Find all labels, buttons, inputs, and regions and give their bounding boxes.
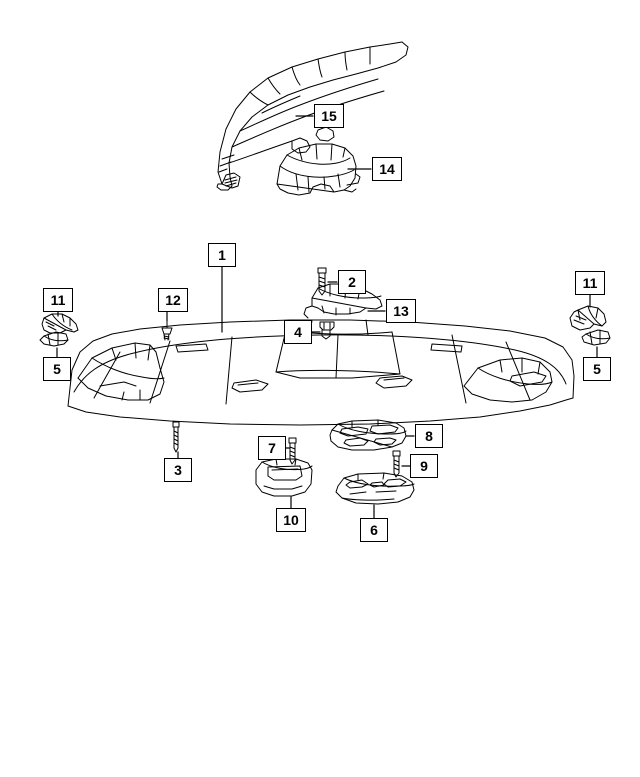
callout-14[interactable]: 14 xyxy=(372,157,402,181)
callout-6[interactable]: 6 xyxy=(360,518,388,542)
callout-3[interactable]: 3 xyxy=(164,458,192,482)
part-2-screw xyxy=(317,267,327,296)
part-15-pillar-trim xyxy=(216,41,409,191)
part-5-bracket-right xyxy=(581,329,611,346)
callout-13[interactable]: 13 xyxy=(386,299,416,323)
callout-11-left[interactable]: 11 xyxy=(43,288,73,312)
callout-2[interactable]: 2 xyxy=(338,270,366,294)
part-12-screw xyxy=(161,320,173,341)
callout-1[interactable]: 1 xyxy=(208,243,236,267)
part-9-screw xyxy=(392,450,401,478)
part-11-bracket-right xyxy=(569,305,607,331)
part-5-bracket-left xyxy=(39,331,69,347)
callout-9[interactable]: 9 xyxy=(410,454,438,478)
callout-4[interactable]: 4 xyxy=(284,320,312,344)
part-6-dome-lamp xyxy=(335,472,415,505)
part-4-clip xyxy=(319,321,335,340)
leader-lines xyxy=(56,115,598,519)
part-7-screw xyxy=(288,437,297,465)
callout-5-left[interactable]: 5 xyxy=(43,357,71,381)
callout-5-right[interactable]: 5 xyxy=(583,357,611,381)
callout-7[interactable]: 7 xyxy=(258,436,286,460)
part-1-headliner xyxy=(67,319,575,426)
part-3-screw xyxy=(172,421,180,453)
callout-8[interactable]: 8 xyxy=(415,424,443,448)
callout-11-right[interactable]: 11 xyxy=(575,271,605,295)
part-10-lamp-bezel xyxy=(255,458,313,497)
part-8-overhead-console xyxy=(329,419,407,451)
callout-15[interactable]: 15 xyxy=(314,104,344,128)
callout-12[interactable]: 12 xyxy=(158,288,188,312)
callout-10[interactable]: 10 xyxy=(276,508,306,532)
part-11-bracket-left xyxy=(41,313,79,334)
part-14-bracket xyxy=(276,143,361,196)
